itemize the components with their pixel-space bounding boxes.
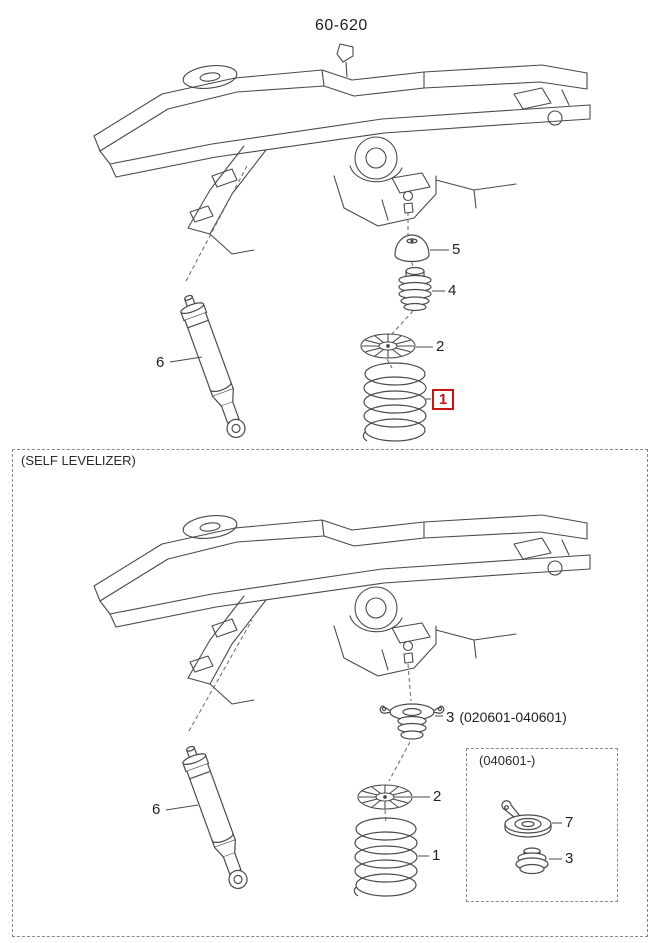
inset-boundary (466, 748, 618, 902)
callout-part-6[interactable]: 6 (156, 354, 165, 371)
chassis-frame-drawing-top (93, 62, 591, 255)
callout-part-2-bottom[interactable]: 2 (433, 788, 442, 805)
self-levelizer-boundary (12, 449, 648, 937)
leader-lines-bottom (165, 715, 562, 860)
callout-part-3-with-range[interactable]: 3(020601-040601) (446, 708, 567, 727)
callout-part-7[interactable]: 7 (565, 814, 574, 831)
group-code[interactable]: 60-620 (315, 17, 368, 34)
callout-part-4[interactable]: 4 (448, 282, 457, 299)
callout-part-3-inset[interactable]: 3 (565, 850, 574, 867)
coil-spring-drawing-top (362, 362, 427, 442)
assembly-center-lines-bottom (188, 619, 412, 824)
part-3-date-range: (020601-040601) (459, 709, 567, 725)
callout-part-1-selected[interactable]: 1 (432, 389, 454, 410)
inset-title: (040601-) (476, 753, 539, 768)
spring-seat-drawing-top (360, 333, 416, 359)
callout-part-6-bottom[interactable]: 6 (152, 801, 161, 818)
callout-part-1-bottom[interactable]: 1 (432, 847, 441, 864)
callout-part-2[interactable]: 2 (436, 338, 445, 355)
callout-part-5[interactable]: 5 (452, 241, 461, 258)
group-code-pointer (336, 43, 354, 78)
bump-stopper-drawing (394, 234, 430, 263)
dust-cover-drawing (398, 266, 432, 312)
leader-lines-top (169, 249, 449, 400)
callout-part-3[interactable]: 3 (446, 709, 455, 726)
self-levelizer-title: (SELF LEVELIZER) (18, 453, 139, 468)
shock-absorber-drawing-top (175, 291, 251, 442)
